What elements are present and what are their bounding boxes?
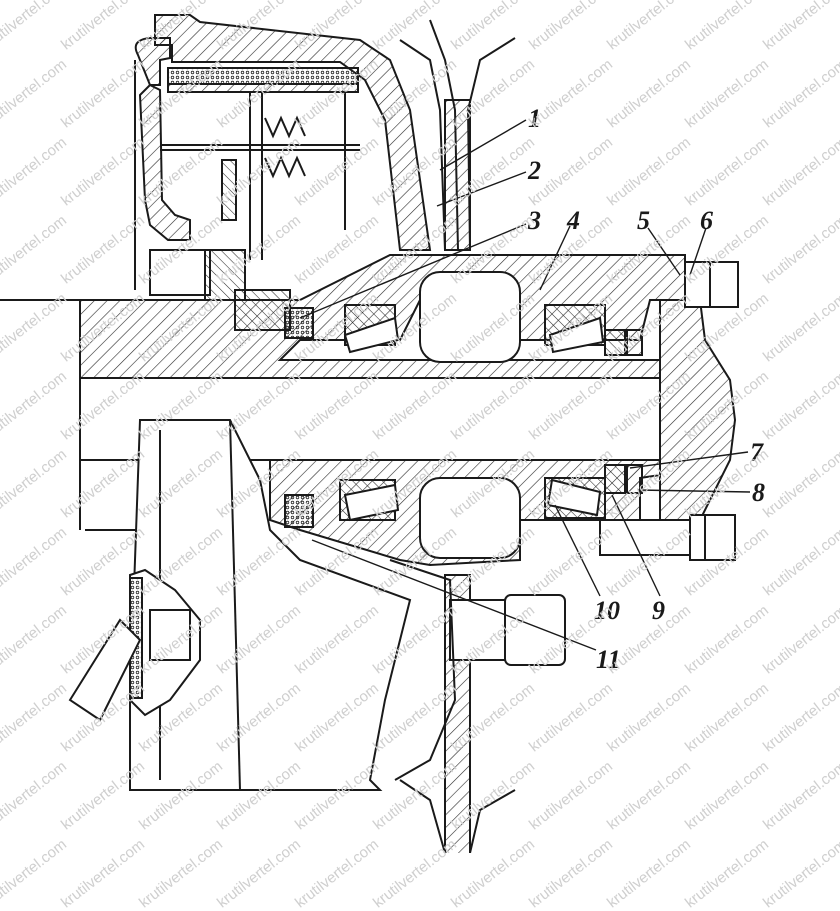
callout-9: 9 [652, 596, 665, 625]
callout-leaders [299, 119, 751, 651]
hub-cross-section-drawing [0, 14, 751, 853]
hub-bolt [149, 249, 736, 666]
callout-4: 4 [567, 206, 580, 235]
bearing-nut-lock [604, 329, 643, 494]
tapered-roller-bearing-outer [544, 304, 606, 519]
callout-1: 1 [528, 104, 541, 133]
callout-11: 11 [596, 645, 621, 674]
tapered-roller-bearing-inner [339, 304, 400, 522]
callout-7: 7 [750, 438, 763, 467]
callout-2: 2 [528, 156, 541, 185]
steering-knuckle [68, 419, 457, 791]
callout-6: 6 [700, 206, 713, 235]
callout-5: 5 [637, 206, 650, 235]
callout-3: 3 [528, 206, 541, 235]
backing-plate [134, 60, 191, 290]
callout-10: 10 [594, 596, 620, 625]
brake-drum [134, 14, 432, 251]
axle-flange [659, 261, 739, 521]
brake-lining [167, 67, 359, 85]
brake-shoe-spring [160, 92, 360, 260]
callout-8: 8 [752, 478, 765, 507]
